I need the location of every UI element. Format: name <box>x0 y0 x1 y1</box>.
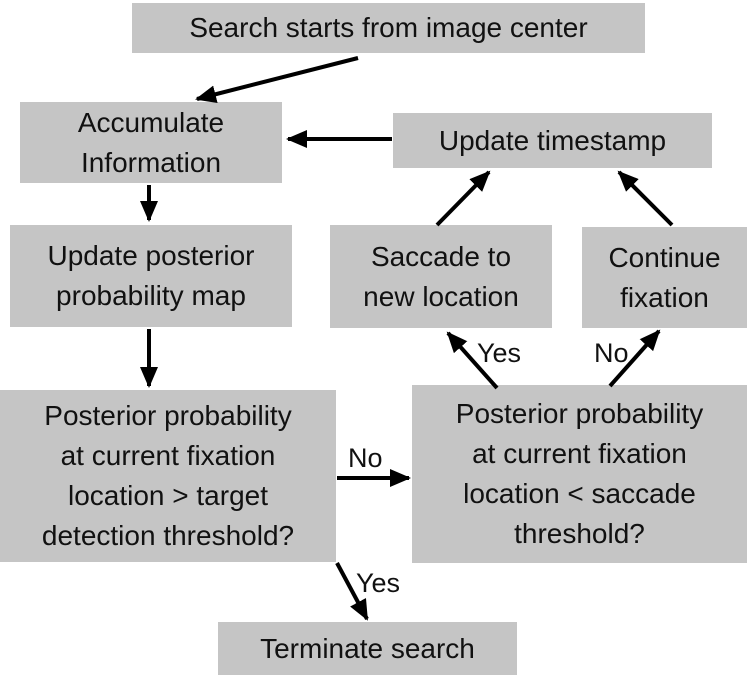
node-continue-fixation: Continue fixation <box>582 227 747 328</box>
arrow-saccade-to-timestamp <box>435 170 491 227</box>
node-terminate-search: Terminate search <box>218 622 517 675</box>
edge-label-no-detection: No <box>348 443 383 473</box>
node-update-posterior-map: Update posterior probability map <box>10 225 292 327</box>
edge-label-no-saccade: No <box>594 338 629 368</box>
node-question-detection-threshold: Posterior probability at current fixatio… <box>0 390 336 562</box>
arrow-continue-to-timestamp <box>617 170 674 227</box>
node-accumulate-information: Accumulate Information <box>20 102 282 183</box>
node-search-start: Search starts from image center <box>132 3 645 53</box>
edge-label-yes-saccade: Yes <box>477 338 522 368</box>
node-saccade-to-new-location: Saccade to new location <box>330 225 552 328</box>
edge-label-yes-detection: Yes <box>356 568 401 598</box>
arrow-start-to-accumulate <box>195 56 359 104</box>
node-update-timestamp: Update timestamp <box>393 113 712 168</box>
node-question-saccade-threshold: Posterior probability at current fixatio… <box>412 385 747 563</box>
